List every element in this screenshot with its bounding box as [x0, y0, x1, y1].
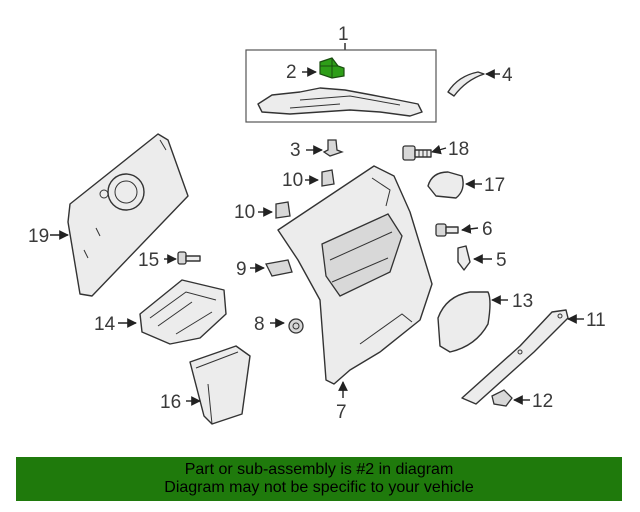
part-17-cap[interactable]: 17: [427, 171, 505, 199]
part-19-panel[interactable]: 19: [28, 133, 189, 297]
callout-14: 14: [94, 314, 116, 335]
callout-10a: 10: [282, 170, 303, 191]
part-2-clip[interactable]: [319, 57, 345, 79]
callout-4: 4: [502, 65, 513, 86]
info-banner: Part or sub-assembly is #2 in diagram Di…: [16, 457, 622, 501]
callout-13: 13: [512, 291, 533, 312]
part-8-fastener[interactable]: 8: [254, 314, 304, 335]
part-4-seal[interactable]: 4: [447, 65, 513, 97]
callout-12: 12: [532, 391, 553, 412]
callout-15: 15: [138, 250, 159, 271]
callout-3: 3: [290, 140, 301, 161]
part-3-pin[interactable]: 3: [290, 139, 344, 161]
part-16-bin[interactable]: 16: [160, 345, 251, 425]
callout-1: 1: [338, 24, 349, 45]
callout-8: 8: [254, 314, 265, 335]
part-14-bracket[interactable]: 14: [94, 279, 227, 345]
part-1-group[interactable]: 1 2: [245, 24, 437, 123]
part-9-clip[interactable]: 9: [236, 259, 293, 280]
callout-10b: 10: [234, 202, 255, 223]
part-13-cover[interactable]: 13: [437, 291, 533, 353]
banner-line-1: Part or sub-assembly is #2 in diagram: [184, 461, 454, 478]
part-6-bolt[interactable]: 6: [435, 219, 493, 240]
callout-18: 18: [448, 139, 469, 160]
callout-16: 16: [160, 392, 181, 413]
callout-7: 7: [336, 402, 347, 423]
part-12-clip[interactable]: 12: [491, 389, 553, 412]
callout-9: 9: [236, 259, 247, 280]
part-1-box: [245, 49, 437, 123]
part-1-trim-panel[interactable]: [257, 87, 423, 117]
banner-line-2: Diagram may not be specific to your vehi…: [164, 479, 474, 496]
callout-6: 6: [482, 219, 493, 240]
callout-17: 17: [484, 175, 505, 196]
callout-5: 5: [496, 250, 507, 271]
part-11-strip[interactable]: 11: [461, 309, 606, 405]
part-7-quarter-panel[interactable]: 7: [277, 165, 433, 423]
callout-19: 19: [28, 226, 49, 247]
part-18-bolt[interactable]: 18: [402, 139, 469, 161]
part-15-screw[interactable]: 15: [138, 250, 201, 271]
parts-diagram: 1 2 4 3 18 10 10: [28, 24, 606, 425]
part-10-clip-b[interactable]: 10: [234, 201, 291, 223]
part-5-clip[interactable]: 5: [457, 245, 507, 271]
callout-2: 2: [286, 62, 297, 83]
part-10-clip-a[interactable]: 10: [282, 169, 335, 191]
callout-11: 11: [586, 310, 606, 331]
